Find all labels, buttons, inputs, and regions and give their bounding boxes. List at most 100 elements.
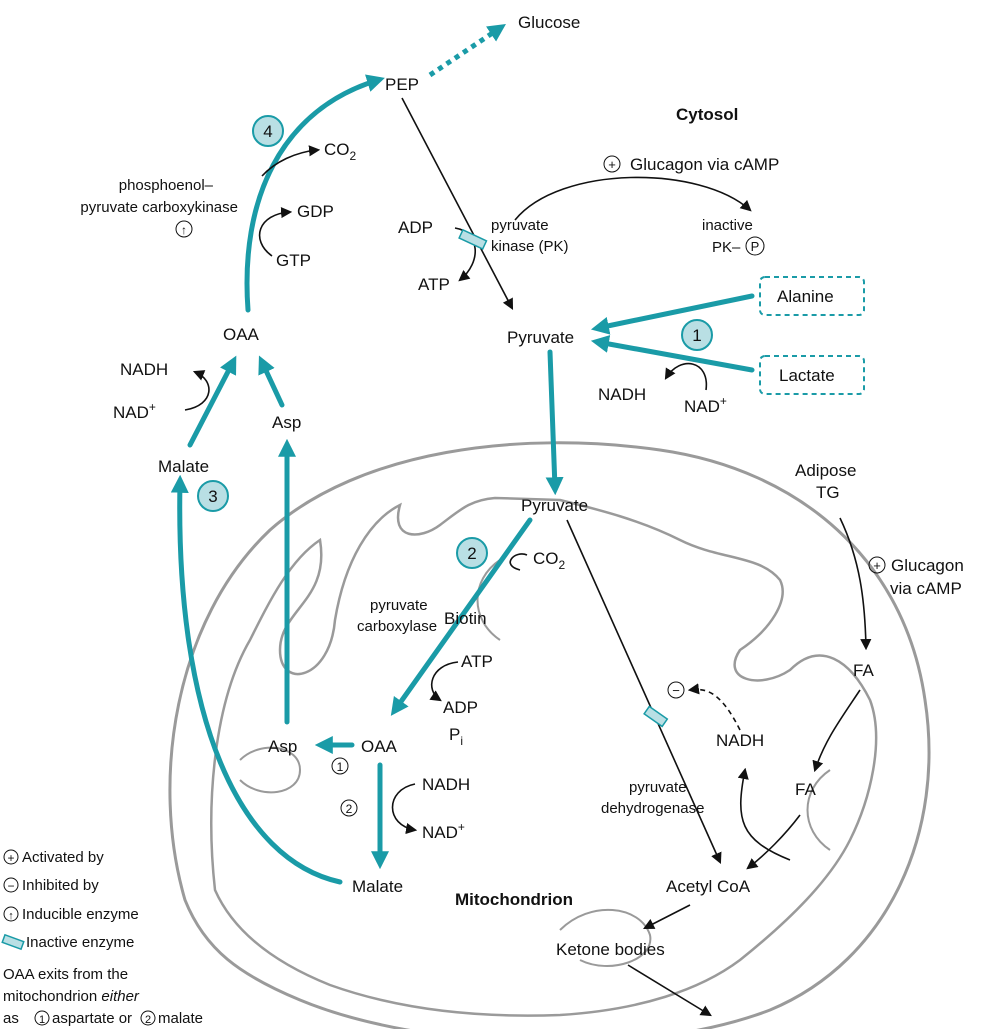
ketone-bodies-label: Ketone bodies bbox=[556, 940, 665, 959]
phosphate-circle: P bbox=[745, 236, 765, 256]
pep-label: PEP bbox=[385, 75, 419, 94]
asp-cytosol-label: Asp bbox=[272, 413, 301, 432]
arrow-nad-to-nadh-right bbox=[664, 362, 708, 391]
fa-label-1: FA bbox=[853, 661, 874, 680]
mitochondrion-crista-2 bbox=[559, 909, 652, 967]
activated-symbol-right: + bbox=[868, 556, 886, 574]
lactate-label: Lactate bbox=[779, 366, 835, 385]
legend-note-line3c: malate bbox=[158, 1010, 203, 1027]
svg-text:+: + bbox=[7, 851, 14, 865]
pepck-label-1: phosphoenol– bbox=[119, 177, 214, 194]
arrow-oaa-to-pep bbox=[244, 74, 385, 313]
legend-inducible: Inducible enzyme bbox=[22, 906, 139, 923]
nad-right-label: NAD+ bbox=[684, 394, 727, 416]
legend-note-line2: mitochondrion either bbox=[3, 988, 140, 1005]
pc-label-2: carboxylase bbox=[357, 618, 437, 635]
pyruvate-cytosol-label: Pyruvate bbox=[507, 328, 574, 347]
pi-label: Pi bbox=[449, 725, 463, 748]
oaa-mito-label: OAA bbox=[361, 737, 398, 756]
arrow-asp-to-oaa bbox=[258, 355, 285, 408]
legend-note-line1: OAA exits from the bbox=[3, 966, 128, 983]
pk-label-1: pyruvate bbox=[491, 217, 549, 234]
glucagon-right-label-2: via cAMP bbox=[890, 579, 962, 598]
cytosol-label: Cytosol bbox=[676, 105, 738, 124]
arrow-nadh-to-nad-mito bbox=[391, 783, 418, 835]
pdh-label-1: pyruvate bbox=[629, 779, 687, 796]
svg-text:1: 1 bbox=[39, 1014, 45, 1026]
step-1-number: 1 bbox=[692, 326, 701, 345]
arrow-acetylcoa-to-ketones bbox=[643, 904, 691, 930]
pk-label-2: kinase (PK) bbox=[491, 238, 569, 255]
atp-top-label: ATP bbox=[418, 275, 450, 294]
legend-note-line3b: aspartate or bbox=[52, 1010, 132, 1027]
legend-inactive-enzyme: Inactive enzyme bbox=[26, 934, 134, 951]
arrow-adp-to-atp bbox=[454, 227, 476, 282]
step-4-badge: 4 bbox=[252, 115, 284, 147]
arrow-pyruvate-to-acetylcoa bbox=[566, 519, 722, 865]
nad-mito-label: NAD+ bbox=[422, 820, 465, 842]
legend-note-line3a: as bbox=[3, 1010, 19, 1027]
arrow-gtp-to-gdp bbox=[258, 206, 293, 257]
mitochondrion-crista-4 bbox=[806, 769, 831, 851]
legend-inhibited: Inhibited by bbox=[22, 877, 99, 894]
adp-top-label: ADP bbox=[398, 218, 433, 237]
svg-text:P: P bbox=[751, 239, 760, 254]
acetyl-coa-label: Acetyl CoA bbox=[666, 877, 751, 896]
nadh-mito-1-label: NADH bbox=[716, 731, 764, 750]
arrow-alanine-to-pyruvate bbox=[590, 293, 755, 335]
alanine-label: Alanine bbox=[777, 287, 834, 306]
nadh-left-label: NADH bbox=[120, 360, 168, 379]
arrow-pep-to-glucose bbox=[428, 23, 506, 78]
pc-label-1: pyruvate bbox=[370, 597, 428, 614]
mitochondrion-outer-membrane bbox=[168, 441, 931, 1029]
arrow-nadh-inhibits-pdh bbox=[687, 683, 741, 731]
fa-label-2: FA bbox=[795, 780, 816, 799]
step-1-badge: 1 bbox=[681, 319, 713, 351]
legend: + Activated by − Inhibited by ↑ Inducibl… bbox=[1, 849, 203, 1027]
glucagon-camp-label: Glucagon via cAMP bbox=[630, 155, 779, 174]
svg-text:2: 2 bbox=[145, 1014, 151, 1026]
nad-left-label: NAD+ bbox=[113, 400, 156, 422]
arrow-malate-out bbox=[170, 474, 343, 885]
inactive-enzyme-marker-pdh bbox=[643, 705, 669, 728]
arrow-lactate-to-pyruvate bbox=[590, 335, 755, 373]
legend-inactive-enzyme-icon bbox=[1, 933, 25, 951]
arrow-fa-to-fa bbox=[812, 689, 861, 773]
arrow-malate-to-oaa bbox=[187, 355, 237, 448]
svg-text:+: + bbox=[608, 157, 616, 172]
pyruvate-mito-label: Pyruvate bbox=[521, 496, 588, 515]
legend-inducible-symbol: ↑ bbox=[3, 906, 19, 922]
arrow-fa-to-acetylcoa bbox=[746, 814, 801, 870]
legend-inhibited-symbol: − bbox=[3, 877, 19, 893]
mitochondrion-label: Mitochondrion bbox=[455, 890, 573, 909]
pdh-label-2: dehydrogenase bbox=[601, 800, 704, 817]
inactive-label: inactive bbox=[702, 217, 753, 234]
arrow-glucagon-inactivates-pk bbox=[514, 176, 752, 221]
svg-text:1: 1 bbox=[337, 760, 344, 774]
glucagon-right-label-1: Glucagon bbox=[891, 556, 964, 575]
inhibited-symbol-pdh: − bbox=[667, 681, 685, 699]
arrow-nad-to-nadh-left bbox=[184, 370, 210, 411]
mitochondrion-crista-1 bbox=[239, 746, 302, 794]
glucose-label: Glucose bbox=[518, 13, 580, 32]
gtp-label: GTP bbox=[276, 251, 311, 270]
svg-text:↑: ↑ bbox=[181, 223, 187, 237]
adp-mito-label: ADP bbox=[443, 698, 478, 717]
exit-route-2-marker: 2 bbox=[340, 799, 358, 817]
arrow-atp-to-adp bbox=[429, 661, 459, 702]
inactive-enzyme-marker-pk bbox=[458, 228, 488, 251]
asp-mito-label: Asp bbox=[268, 737, 297, 756]
adipose-label-1: Adipose bbox=[795, 461, 856, 480]
mitochondrion-inner-membrane bbox=[210, 496, 878, 1017]
arrow-co2-mito bbox=[509, 553, 528, 571]
exit-route-1-marker: 1 bbox=[331, 757, 349, 775]
arrow-pyruvate-into-mitochondrion bbox=[545, 349, 564, 496]
atp-mito-label: ATP bbox=[461, 652, 493, 671]
malate-cytosol-label: Malate bbox=[158, 457, 209, 476]
malate-mito-label: Malate bbox=[352, 877, 403, 896]
svg-text:2: 2 bbox=[346, 802, 353, 816]
gdp-label: GDP bbox=[297, 202, 334, 221]
arrow-nadh-from-fa bbox=[737, 767, 791, 861]
nadh-right-label: NADH bbox=[598, 385, 646, 404]
